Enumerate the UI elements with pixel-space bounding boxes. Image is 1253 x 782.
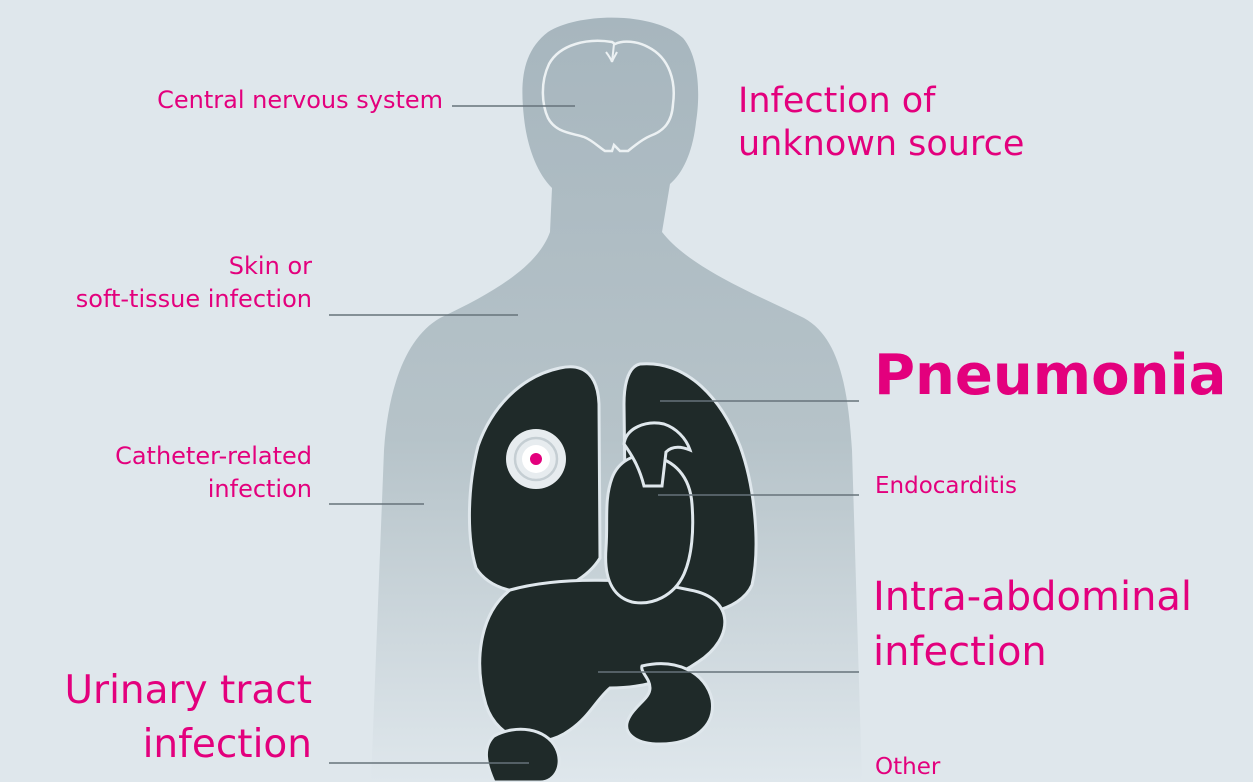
label-central-nervous-system: Central nervous system [157, 86, 443, 115]
label-infection-of-unknown-source: Infection of unknown source [738, 80, 1024, 165]
label-other: Other [875, 753, 940, 781]
label-endocarditis: Endocarditis [875, 472, 1017, 500]
label-urinary-tract-infection: Urinary tract infection [64, 664, 312, 772]
target-ring-icon [506, 429, 566, 489]
label-intra-abdominal-infection: Intra-abdominal infection [873, 570, 1192, 680]
label-pneumonia: Pneumonia [874, 345, 1226, 407]
kidney [486, 729, 559, 782]
label-catheter-related-infection: Catheter-related infection [115, 440, 312, 505]
label-skin-soft-tissue-infection: Skin or soft-tissue infection [76, 250, 312, 315]
